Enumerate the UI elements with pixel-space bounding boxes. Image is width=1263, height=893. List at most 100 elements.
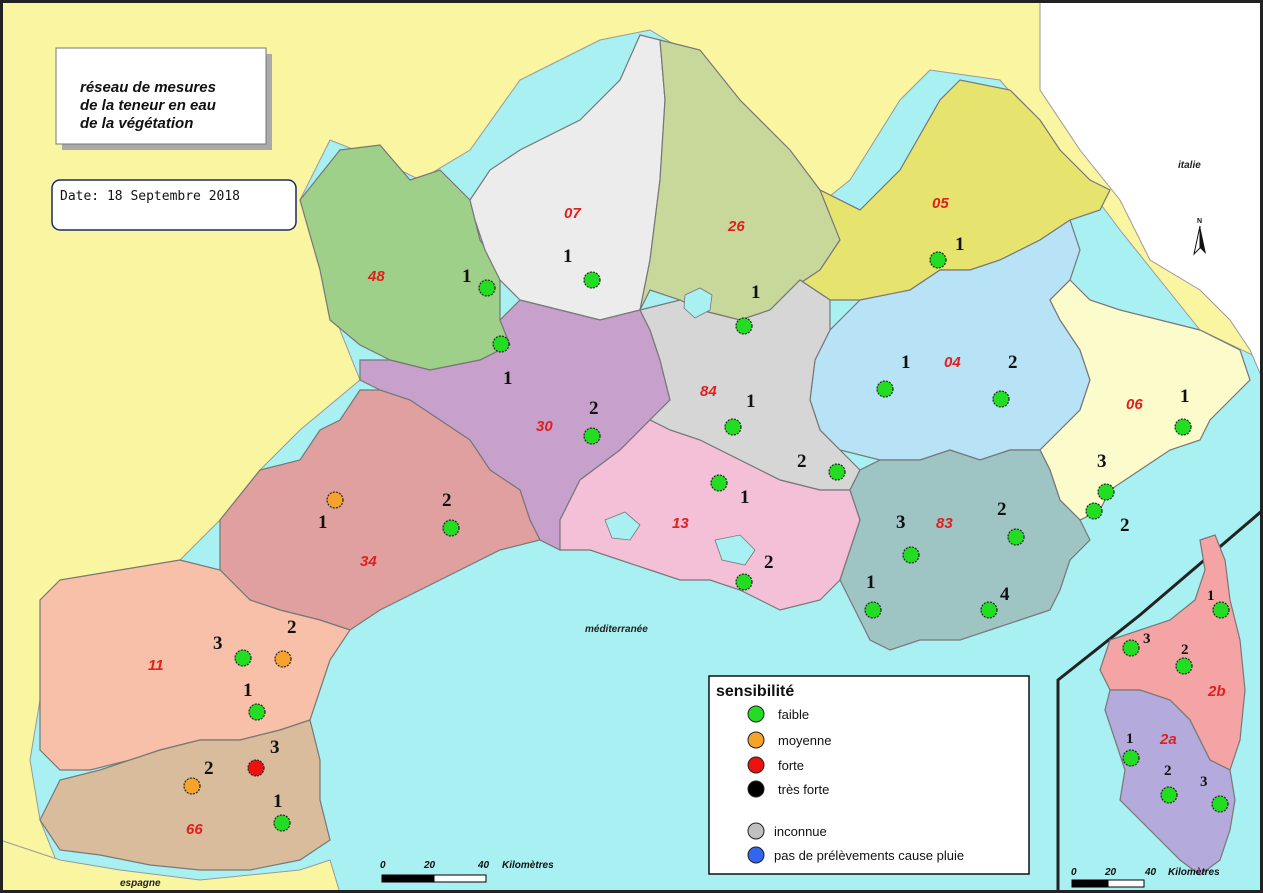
dept-label-48: 48 (367, 268, 385, 285)
dept-label-06: 06 (1126, 396, 1143, 413)
title-line3: de la végétation (80, 115, 193, 132)
site-marker[interactable] (234, 649, 252, 667)
site-number: 3 (896, 512, 906, 533)
site-number: 3 (1143, 631, 1151, 647)
site-marker[interactable] (929, 251, 947, 269)
site-number: 2 (797, 451, 807, 472)
title-line1: réseau de mesures (80, 79, 216, 96)
site-marker[interactable] (724, 418, 742, 436)
site-number: 1 (243, 680, 253, 701)
site-number: 2 (997, 499, 1007, 520)
site-marker[interactable] (828, 463, 846, 481)
dept-83 (839, 449, 1091, 651)
dept-11 (39, 559, 351, 771)
site-number: 1 (866, 572, 876, 593)
legend-item-tres-forte: très forte (747, 780, 829, 798)
dept-label-26: 26 (727, 218, 745, 235)
site-number: 1 (462, 266, 472, 287)
legend-item-faible: faible (747, 705, 809, 723)
scale-tick-0: 0 (380, 860, 386, 871)
site-marker[interactable] (478, 279, 496, 297)
legend-item-moyenne: moyenne (747, 731, 831, 749)
site-marker[interactable] (1211, 795, 1229, 813)
dept-66 (39, 719, 331, 871)
site-number: 1 (740, 487, 750, 508)
north-arrow-icon: N (1193, 218, 1206, 256)
site-marker[interactable] (735, 573, 753, 591)
site-marker[interactable] (248, 703, 266, 721)
legend-label: pas de prélèvements cause pluie (774, 848, 964, 863)
site-number: 1 (1207, 588, 1215, 604)
site-marker[interactable] (326, 491, 344, 509)
dept-2a (1104, 689, 1236, 876)
site-marker[interactable] (183, 777, 201, 795)
site-marker[interactable] (864, 601, 882, 619)
site-number: 1 (1126, 731, 1134, 747)
site-number: 1 (1180, 386, 1190, 407)
site-marker[interactable] (980, 601, 998, 619)
site-marker[interactable] (247, 759, 265, 777)
site-number: 3 (1200, 774, 1208, 790)
site-number: 3 (1097, 451, 1107, 472)
scale-bar-corse: 0 20 40 Kilomètres (1071, 867, 1220, 888)
scale-tick-40: 40 (1144, 867, 1157, 878)
site-marker[interactable] (492, 335, 510, 353)
dept-label-30: 30 (536, 418, 553, 435)
italy-land (1039, 0, 1263, 381)
site-number: 2 (1120, 515, 1130, 536)
scale-tick-20: 20 (1104, 867, 1117, 878)
site-number: 4 (1000, 584, 1010, 605)
dept-label-83: 83 (936, 515, 953, 532)
site-marker[interactable] (1174, 418, 1192, 436)
dept-label-34: 34 (360, 553, 377, 570)
scale-tick-40: 40 (477, 860, 490, 871)
date-label: Date: 18 Septembre 2018 (60, 189, 240, 204)
site-marker[interactable] (992, 390, 1010, 408)
dept-label-2a: 2a (1159, 731, 1177, 748)
site-number: 1 (273, 791, 283, 812)
site-number: 1 (503, 368, 513, 389)
site-marker[interactable] (876, 380, 894, 398)
place-italie: italie (1178, 160, 1201, 171)
site-marker[interactable] (1212, 601, 1230, 619)
site-marker[interactable] (274, 650, 292, 668)
site-number: 2 (1164, 763, 1172, 779)
title-box: réseau de mesures de la teneur en eau de… (55, 47, 272, 150)
site-marker[interactable] (1122, 749, 1140, 767)
site-marker[interactable] (583, 427, 601, 445)
site-marker[interactable] (583, 271, 601, 289)
site-number: 2 (442, 490, 452, 511)
legend: sensibilité faible moyenne forte très fo… (708, 675, 1030, 875)
site-marker[interactable] (273, 814, 291, 832)
legend-label: très forte (778, 782, 829, 797)
site-number: 2 (204, 758, 214, 779)
site-number: 1 (746, 391, 756, 412)
site-marker[interactable] (1007, 528, 1025, 546)
title-line2: de la teneur en eau (80, 97, 216, 114)
site-marker[interactable] (902, 546, 920, 564)
site-marker[interactable] (1097, 483, 1115, 501)
scale-tick-0: 0 (1071, 867, 1077, 878)
lake (683, 287, 713, 319)
site-marker[interactable] (1160, 786, 1178, 804)
legend-label: forte (778, 758, 804, 773)
site-marker[interactable] (710, 474, 728, 492)
dept-label-11: 11 (148, 657, 164, 674)
site-marker[interactable] (442, 519, 460, 537)
site-marker[interactable] (1085, 502, 1103, 520)
lagoon-berre (714, 534, 756, 566)
dept-label-84: 84 (700, 383, 717, 400)
site-marker[interactable] (1122, 639, 1140, 657)
legend-title: sensibilité (716, 683, 794, 700)
spain-land (0, 839, 341, 893)
site-number: 3 (213, 633, 223, 654)
site-marker[interactable] (735, 317, 753, 335)
lagoon-camargue (604, 511, 641, 541)
sites (183, 251, 1230, 832)
dept-label-66: 66 (186, 821, 203, 838)
site-number: 2 (764, 552, 774, 573)
site-marker[interactable] (1175, 657, 1193, 675)
dept-label-13: 13 (672, 515, 689, 532)
